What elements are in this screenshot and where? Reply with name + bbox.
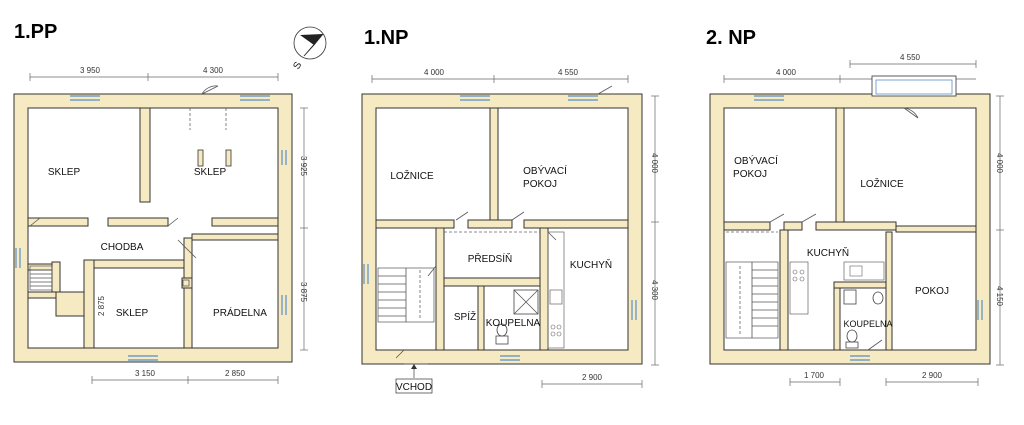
shower-icon [513, 289, 539, 315]
dim-2np-top-left: 4 000 [776, 68, 797, 77]
room-2np-kuchyn: KUCHYŇ [807, 246, 849, 259]
room-1pp-pradelna: PRÁDELNA [213, 306, 267, 319]
plan-title-2np: 2. NP [706, 27, 756, 49]
sink-icon [872, 291, 884, 305]
windows-1np [363, 95, 637, 361]
room-1np-spiz: SPÍŽ [454, 310, 476, 323]
dim-2np-bottom-right: 2 900 [922, 371, 943, 380]
compass-label: S [291, 60, 304, 72]
staircase-1pp [29, 265, 53, 291]
staircase-2np [725, 261, 779, 339]
plan-2np: 2. NP 4 000 4 550 4 000 4 150 1 700 2 90… [706, 27, 1004, 386]
windows-2np [754, 95, 983, 361]
kitchen-counter-2np [789, 261, 885, 315]
toilet-icon-2np [845, 329, 859, 349]
kitchen-counter [547, 231, 565, 349]
room-2np-loznice: LOŽNICE [860, 177, 904, 190]
room-2np-pokoj: POKOJ [915, 286, 949, 297]
room-1pp-chodba: CHODBA [101, 242, 144, 253]
room-1np-obyvaci-line2: POKOJ [523, 179, 557, 190]
plan-title-1np: 1.NP [364, 27, 408, 49]
plan-title-1pp: 1.PP [14, 21, 57, 43]
room-2np-obyvaci-line1: OBÝVACÍ [734, 154, 778, 167]
dim-1pp-bottom-right: 2 850 [225, 369, 246, 378]
entrance-label: VCHOD [396, 382, 432, 393]
dim-1pp-top-left: 3 950 [80, 66, 101, 75]
shower-icon-2np [843, 289, 857, 305]
balcony-2np [871, 75, 957, 119]
dim-1np-bottom-right: 2 900 [582, 373, 603, 382]
fixtures-2np [725, 213, 885, 351]
compass-needle-icon [300, 34, 323, 45]
room-1np-obyvaci-line1: OBÝVACÍ [523, 164, 567, 177]
walls-2np [709, 93, 991, 365]
entrance-arrow-icon [395, 349, 428, 378]
plan-1np: 1.NP 4 000 4 550 4 000 4 300 2 900 [361, 27, 659, 394]
toilet-icon [495, 323, 509, 345]
north-arrow: S [291, 26, 327, 72]
room-1np-loznice: LOŽNICE [390, 169, 434, 182]
dim-1np-top-left: 4 000 [424, 68, 445, 77]
dim-1np-right-bottom: 4 300 [650, 280, 659, 301]
plan-1pp: 1.PP 3 950 4 300 3 925 3 875 2 875 3 150… [13, 21, 308, 384]
walls-1np [361, 93, 643, 365]
room-2np-koupelna: KOUPELNA [843, 319, 892, 329]
dim-2np-top-right: 4 550 [900, 53, 921, 62]
room-1pp-sklep-right: SKLEP [194, 167, 227, 178]
dimensions-1np: 4 000 4 550 4 000 4 300 2 900 [371, 68, 659, 388]
dim-1pp-inner-left: 2 875 [97, 295, 106, 316]
staircase-1np [377, 267, 435, 323]
room-1pp-sklep-bottom: SKLEP [116, 308, 149, 319]
dim-1pp-bottom-left: 3 150 [135, 369, 156, 378]
dim-1pp-top-right: 4 300 [203, 66, 224, 75]
fixtures-1np [377, 85, 613, 394]
dim-2np-right-top: 4 000 [995, 153, 1004, 174]
room-2np-obyvaci-line2: POKOJ [733, 169, 767, 180]
entrance-label-box [395, 378, 433, 394]
room-1np-predsin: PŘEDSÍŇ [468, 252, 512, 265]
room-1pp-sklep-left: SKLEP [48, 167, 81, 178]
windows-1pp [15, 95, 287, 361]
dim-1np-top-right: 4 550 [558, 68, 579, 77]
room-1np-kuchyn: KUCHYŇ [570, 258, 612, 271]
room-1np-koupelna: KOUPELNA [486, 318, 541, 329]
walls-1pp [13, 93, 293, 363]
dim-1np-right-top: 4 000 [650, 153, 659, 174]
fixtures-1pp [29, 85, 232, 291]
dim-1pp-right-top: 3 925 [299, 156, 308, 177]
dim-1pp-right-bottom: 3 875 [299, 282, 308, 303]
dim-2np-bottom-left: 1 700 [804, 371, 825, 380]
dim-2np-right-bottom: 4 150 [995, 286, 1004, 307]
